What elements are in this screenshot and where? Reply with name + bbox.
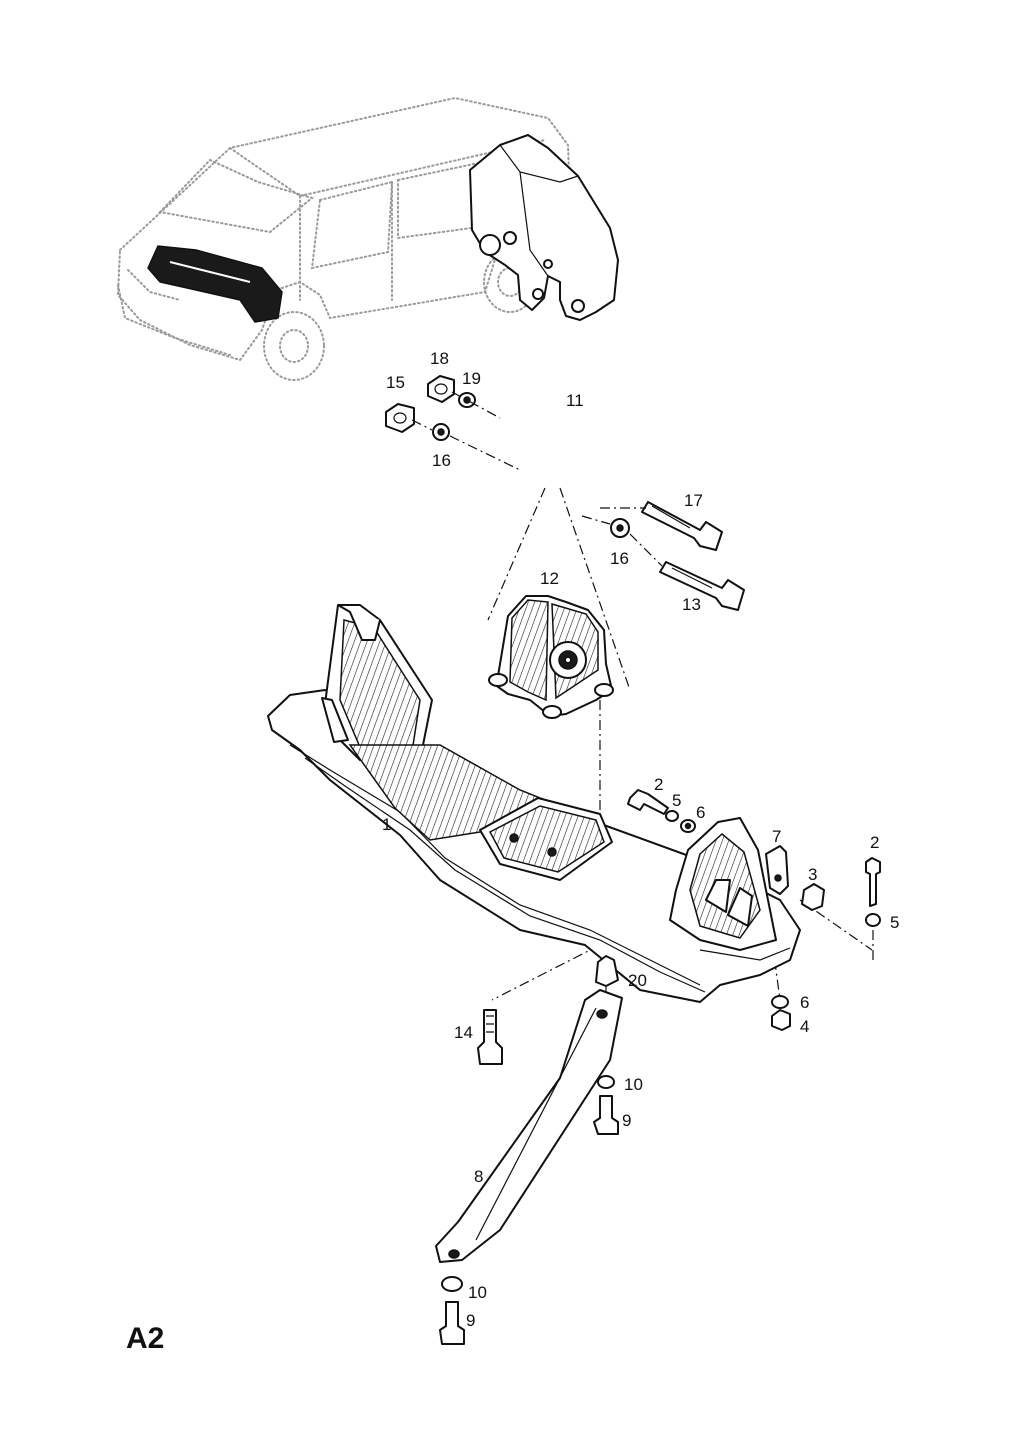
bolt-13 xyxy=(659,561,745,611)
washer-10-upper xyxy=(597,1075,615,1089)
bolt-17 xyxy=(641,501,723,551)
rubber-engine-mount xyxy=(488,595,614,719)
callout-6-b: 6 xyxy=(800,993,809,1012)
upper-fasteners xyxy=(385,375,521,471)
crossmember-location-highlight xyxy=(147,245,283,323)
callout-7: 7 xyxy=(772,827,781,846)
callout-2-b: 2 xyxy=(870,833,879,852)
nut-18 xyxy=(427,375,455,403)
callout-1: 1 xyxy=(382,815,391,834)
right-side-fasteners xyxy=(627,789,881,1031)
washer-6-lower xyxy=(771,995,789,1009)
callout-11: 11 xyxy=(566,391,584,410)
callout-10-a: 10 xyxy=(624,1075,643,1094)
bracket-bolts xyxy=(581,501,745,611)
callout-17: 17 xyxy=(684,491,703,510)
nut-15 xyxy=(385,403,415,433)
callout-20: 20 xyxy=(628,971,647,990)
callout-3: 3 xyxy=(808,865,817,884)
callout-6-a: 6 xyxy=(696,803,705,822)
bolt-2-upper xyxy=(627,789,669,815)
nut-4 xyxy=(771,1009,791,1031)
callout-4: 4 xyxy=(800,1017,809,1036)
washer-10-lower xyxy=(441,1276,463,1292)
callout-14: 14 xyxy=(454,1023,473,1042)
engine-mount-bracket xyxy=(469,134,619,321)
callout-12: 12 xyxy=(540,569,559,588)
sheet-label: A2 xyxy=(126,1322,164,1355)
callout-16-a: 16 xyxy=(432,451,451,470)
callout-9-b: 9 xyxy=(466,1311,475,1330)
callout-16-b: 16 xyxy=(610,549,629,568)
callout-13: 13 xyxy=(682,595,701,614)
callout-15: 15 xyxy=(386,373,405,392)
lower-fasteners-and-strap xyxy=(435,955,623,1345)
bolt-14 xyxy=(477,1009,503,1065)
callout-9-a: 9 xyxy=(622,1111,631,1130)
clip-7 xyxy=(765,845,789,895)
bushing-20 xyxy=(595,955,619,987)
support-strap xyxy=(435,989,623,1263)
callout-2-a: 2 xyxy=(654,775,663,794)
bolt-9-lower xyxy=(439,1301,465,1345)
clip-3 xyxy=(801,883,825,911)
bolt-2-right xyxy=(865,857,881,907)
callout-8: 8 xyxy=(474,1167,483,1186)
bolt-9-upper xyxy=(593,1095,619,1135)
callout-18: 18 xyxy=(430,349,449,368)
callout-5-b: 5 xyxy=(890,913,899,932)
washer-5-upper xyxy=(665,810,679,822)
crossmember xyxy=(267,604,801,1003)
callout-5-a: 5 xyxy=(672,791,681,810)
callout-19: 19 xyxy=(462,369,481,388)
callout-labels: 1 2 2 3 4 5 5 6 6 7 8 9 9 10 10 11 12 13… xyxy=(382,349,899,1330)
van-location-illustration xyxy=(116,96,574,381)
callout-10-b: 10 xyxy=(468,1283,487,1302)
washer-5-right xyxy=(865,913,881,927)
